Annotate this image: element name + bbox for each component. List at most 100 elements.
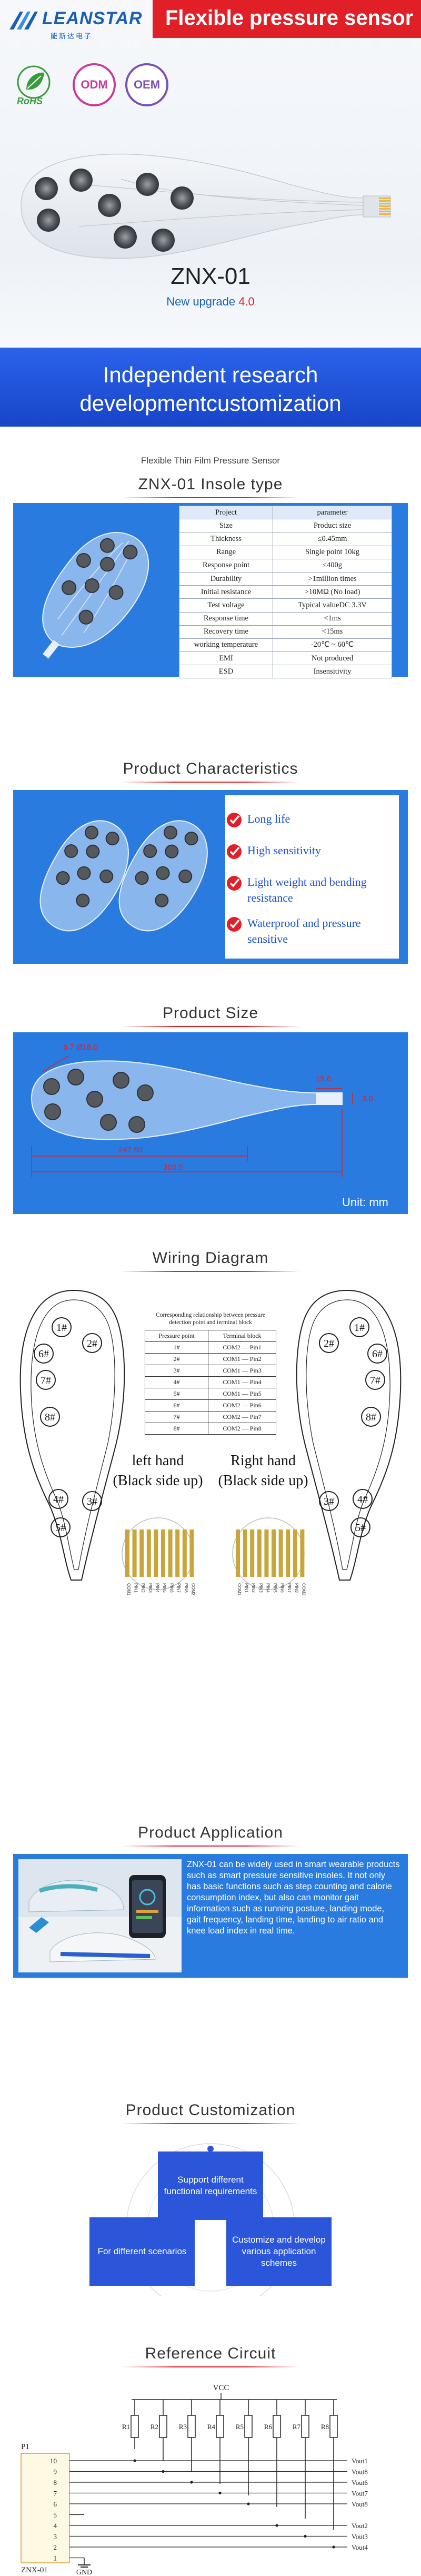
resistor-label: R5 (236, 2423, 244, 2431)
connector-part-label: ZNX-01 (21, 2566, 48, 2574)
spec-value: >10MΩ (No load) (273, 585, 392, 599)
resistor-label: R6 (264, 2423, 273, 2431)
output-label: Vout4 (352, 2543, 368, 2551)
left-point-circle (52, 1317, 72, 1337)
left-point-label: 5# (55, 1522, 66, 1534)
wiring-terminal: COM2 — Pin1 (208, 1341, 276, 1354)
left-pin-label: PIN1 (134, 1583, 138, 1593)
left-point-label: 2# (87, 1338, 97, 1349)
spec-key: Initial resistance (179, 585, 273, 599)
band-line-2: developmentcustomization (79, 391, 342, 416)
dim-label-tail: 15.6 (316, 1074, 332, 1083)
customization-title: Product Customization (125, 2101, 296, 2119)
left-point-label: 4# (53, 1494, 64, 1505)
connector-pin-number: 9 (54, 2468, 57, 2476)
output-label: Vout6 (352, 2479, 368, 2486)
right-pin-trace (250, 1529, 255, 1577)
spec-key: Thickness (179, 532, 273, 546)
insole-inner-outline (306, 1299, 390, 1570)
application-description: ZNX-01 can be widely used in smart weara… (187, 1860, 400, 1936)
right-pin-label: PIN5 (273, 1583, 277, 1593)
spec-row: Thickness≤0.45mm (179, 532, 392, 546)
left-pin-trace (161, 1529, 165, 1577)
wiring-terminal: COM1 — Pin2 (208, 1353, 276, 1365)
left-insole-diagram: 1#2#3#4#5#6#7#8# (19, 1289, 125, 1581)
wiring-terminal: COM1 — Pin3 (208, 1365, 276, 1377)
left-pin-trace (189, 1529, 194, 1577)
insole-outline (19, 1289, 125, 1581)
spec-key: EMI (179, 652, 273, 666)
spec-row: Recovery time<15ms (179, 625, 392, 639)
left-pin-label: PIN3 (148, 1583, 153, 1593)
dim-label-inner-length: 247.50 (118, 1146, 143, 1154)
characteristics-title-divider (121, 782, 300, 783)
spec-row: Initial resistance>10MΩ (No load) (179, 585, 392, 599)
feature-label: Light weight and bending resistance (247, 875, 367, 904)
circuit-title: Reference Circuit (145, 2345, 276, 2362)
resistor-label: R2 (151, 2423, 158, 2431)
right-point-circle (361, 1407, 381, 1427)
size-unit: Unit: mm (342, 1196, 388, 1209)
certification-badges: RoHS ODM OEM (11, 63, 184, 111)
upgrade-prefix: New upgrade (166, 295, 236, 308)
resistor-body (273, 2415, 281, 2438)
wiring-row: 8#COM2 — Pin8 (144, 1423, 276, 1435)
rohs-leaf-icon (17, 65, 51, 99)
feature-high-sensitivity: High sensitivity (227, 843, 321, 859)
insole-caption: Flexible Thin Film Pressure Sensor (141, 456, 280, 466)
rohs-label: RoHS (17, 96, 43, 106)
resistor-label: R4 (207, 2423, 216, 2431)
spec-key: Response time (179, 611, 273, 626)
left-pin-label: PIN8 (184, 1583, 188, 1593)
junction-dot (275, 2524, 278, 2527)
title-banner: Flexible pressure sensor (153, 0, 421, 38)
left-pin-trace (168, 1529, 173, 1577)
feature-long-life: Long life (227, 811, 290, 827)
spec-value: <1ms (273, 611, 392, 626)
right-pin-label: PIN3 (258, 1583, 263, 1593)
left-pin-label: PIN4 (155, 1583, 159, 1593)
feature-label: High sensitivity (247, 844, 321, 857)
output-label: Vout2 (352, 2522, 368, 2530)
brand-logo[interactable]: LEANSTAR 能斯达电子 (7, 7, 149, 40)
right-point-circle (367, 1344, 387, 1364)
feature-label: Waterproof and pressure sensitive (247, 916, 361, 945)
application-title-divider (121, 1845, 300, 1847)
right-insole-diagram: 1#2#3#4#5#6#7#8# (296, 1289, 402, 1581)
connector-pin-number: 2 (54, 2543, 57, 2551)
right-pin-trace (278, 1529, 283, 1577)
right-pin-trace (243, 1529, 247, 1577)
product-model: ZNX-01 (171, 263, 250, 289)
upgrade-tagline: New upgrade 4.0 (0, 295, 421, 309)
right-point-circle (319, 1333, 339, 1353)
dim-label-dot: 6.7 Ø18.0 (63, 1043, 98, 1052)
wiring-row: 4#COM1 — Pin4 (144, 1376, 276, 1388)
dim-label-width: 3.0 (362, 1094, 373, 1103)
wiring-col-terminal: Terminal block (208, 1330, 276, 1342)
spec-key: Size (179, 519, 273, 533)
left-point-label: 6# (38, 1348, 49, 1360)
right-hand-note: (Black side up) (218, 1473, 308, 1489)
output-label: Vout1 (352, 2457, 368, 2465)
wiring-title-divider (121, 1271, 300, 1272)
spec-value: Typical valueDC 3.3V (273, 598, 392, 613)
resistor-label: R1 (122, 2423, 130, 2431)
spec-key: Range (179, 545, 273, 559)
wiring-terminal: COM1 — Pin5 (208, 1388, 276, 1400)
spec-key: Test voltage (179, 598, 273, 613)
spec-key: working temperature (179, 638, 273, 653)
hero-section: LEANSTAR 能斯达电子 Flexible pressure sensor … (0, 0, 421, 432)
right-point-circle (350, 1517, 370, 1537)
red-check-icon (227, 844, 242, 859)
left-point-circle (82, 1491, 102, 1511)
wiring-point: 4# (144, 1376, 209, 1388)
wiring-point: 1# (144, 1341, 209, 1354)
feature-light-weight: Light weight and bending resistance (227, 874, 399, 906)
vcc-label: VCC (213, 2384, 229, 2392)
left-point-circle (34, 1344, 54, 1364)
left-hand-label: left hand (Black side up) (105, 1451, 210, 1491)
